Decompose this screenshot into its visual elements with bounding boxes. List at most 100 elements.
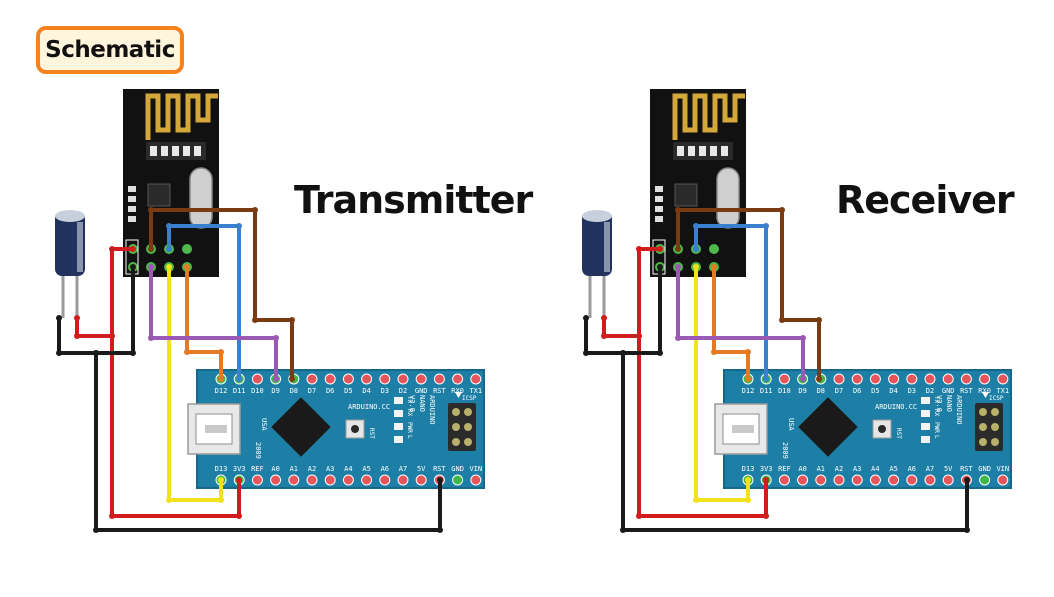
receiver-wire-csn-d9-node xyxy=(675,335,681,341)
receiver-bottom-pin-label-GND: GND xyxy=(978,465,991,473)
transmitter-wire-gnd-node xyxy=(130,350,136,356)
transmitter-bottom-pin-label-A2: A2 xyxy=(308,465,316,473)
transmitter-bottom-pin-5V xyxy=(415,474,427,486)
receiver-top-pin-GND xyxy=(942,373,954,385)
transmitter-wire-cap-neg-node xyxy=(56,350,62,356)
transmitter-led-RX xyxy=(394,410,403,417)
receiver-top-pin-label-TX1: TX1 xyxy=(996,387,1009,395)
transmitter-bottom-pin-VIN xyxy=(470,474,482,486)
transmitter-wire-cap-neg-node xyxy=(93,350,99,356)
receiver-wire-vcc-node xyxy=(763,477,769,483)
transmitter-wire-gnd-node xyxy=(437,477,443,483)
receiver-wire-ce-d8-node xyxy=(816,376,822,382)
receiver-wire-cap-neg-node xyxy=(583,315,589,321)
transmitter-top-pin-label-D11: D11 xyxy=(233,387,246,395)
transmitter-capacitor-stripe xyxy=(77,222,83,272)
transmitter-bottom-pin-A3 xyxy=(324,474,336,486)
transmitter-top-pin-label-D2: D2 xyxy=(399,387,407,395)
transmitter-wire-cap-pos-node xyxy=(74,333,80,339)
receiver-led-label-PWR: PWR xyxy=(933,422,940,433)
receiver-bottom-pin-label-A7: A7 xyxy=(926,465,934,473)
receiver-led-L xyxy=(921,436,930,443)
receiver-wire-ce-d8-node xyxy=(816,317,822,323)
receiver-wire-gnd-node xyxy=(657,350,663,356)
receiver-bottom-pin-A4 xyxy=(869,474,881,486)
receiver-bottom-pin-label-A4: A4 xyxy=(871,465,879,473)
receiver-top-pin-RX0 xyxy=(979,373,991,385)
receiver-wire-cap-pos-node xyxy=(636,333,642,339)
transmitter-bottom-pin-label-3V3: 3V3 xyxy=(233,465,246,473)
transmitter-nrf-antenna xyxy=(145,93,218,140)
receiver-bottom-pin-GND xyxy=(979,474,991,486)
receiver-top-pin-label-D11: D11 xyxy=(760,387,773,395)
receiver-top-pin-D4 xyxy=(888,373,900,385)
transmitter-reset-button-cap xyxy=(351,425,359,433)
receiver-wire-gnd-node xyxy=(620,527,626,533)
receiver-wire-csn-d9 xyxy=(676,267,805,379)
receiver-wire-miso-d12-node xyxy=(745,376,751,382)
transmitter-usa-label: USA xyxy=(260,418,268,431)
transmitter-wire-sck-d13-node xyxy=(218,477,224,483)
receiver-rst-label: RST xyxy=(895,428,902,439)
receiver-bottom-pin-label-3V3: 3V3 xyxy=(760,465,773,473)
transmitter-top-pin-GND xyxy=(415,373,427,385)
receiver-top-pin-label-D4: D4 xyxy=(889,387,897,395)
transmitter-bottom-pin-label-REF: REF xyxy=(251,465,264,473)
receiver-brand-1: NANO xyxy=(945,395,953,412)
receiver-bottom-pin-5V xyxy=(942,474,954,486)
transmitter-wire-ce-d8-node xyxy=(289,376,295,382)
transmitter-bottom-pin-REF xyxy=(251,474,263,486)
receiver-reset-button-cap xyxy=(878,425,886,433)
transmitter-bottom-pin-label-RST: RST xyxy=(433,465,446,473)
receiver-bottom-pin-label-D13: D13 xyxy=(742,465,755,473)
transmitter-bottom-pin-A5 xyxy=(361,474,373,486)
transmitter-top-pin-label-GND: GND xyxy=(415,387,428,395)
transmitter-wire-csn-d9-node xyxy=(273,335,279,341)
transmitter-wire-sck-d13 xyxy=(167,267,223,502)
transmitter-nrf-smd-part xyxy=(172,146,179,156)
receiver-nrf-resistor xyxy=(655,216,663,222)
transmitter-usb-tongue xyxy=(205,425,227,433)
receiver-wire-cap-pos xyxy=(602,318,639,338)
transmitter-wire-miso-d12-node xyxy=(218,376,224,382)
receiver-nrf-smd-part xyxy=(710,146,717,156)
receiver-nrf-smd-part xyxy=(677,146,684,156)
transmitter-wire-sck-d13-node xyxy=(166,497,172,503)
transmitter-arduino-cc-label: ARDUINO.CC xyxy=(348,403,390,411)
transmitter-bottom-pin-label-VIN: VIN xyxy=(469,465,482,473)
receiver-icsp-arrow xyxy=(982,392,989,398)
transmitter-rst-label: RST xyxy=(368,428,375,439)
transmitter-wire-vcc-node xyxy=(130,246,136,252)
receiver-led-label-TX: TX xyxy=(933,396,940,404)
transmitter-wire-ce-d8-node xyxy=(252,317,258,323)
transmitter-top-pin-D10 xyxy=(251,373,263,385)
receiver-brand-2: V3.0 xyxy=(935,395,943,412)
transmitter-top-pin-label-RST: RST xyxy=(433,387,446,395)
receiver-top-pin-label-GND: GND xyxy=(942,387,955,395)
receiver-wire-vcc-node xyxy=(636,513,642,519)
receiver-bottom-pin-A0 xyxy=(797,474,809,486)
schematic-badge-label: Schematic xyxy=(45,37,175,63)
receiver-top-pin-label-D12: D12 xyxy=(742,387,755,395)
receiver-wire-cap-pos-node xyxy=(601,315,607,321)
receiver-wire-mosi-d11-node xyxy=(693,223,699,229)
receiver-top-pin-D2 xyxy=(924,373,936,385)
receiver-wire-sck-d13 xyxy=(694,267,750,502)
transmitter-wire-vcc-node xyxy=(109,513,115,519)
receiver-arduino-cc-label: ARDUINO.CC xyxy=(875,403,917,411)
receiver-top-pin-label-D2: D2 xyxy=(926,387,934,395)
receiver-bottom-pin-label-A1: A1 xyxy=(817,465,825,473)
transmitter-led-label-RX: RX xyxy=(406,409,413,417)
receiver-wire-sck-d13-node xyxy=(693,264,699,270)
transmitter-wire-mosi-d11 xyxy=(167,224,241,379)
receiver-top-pin-D3 xyxy=(906,373,918,385)
receiver-wire-ce-d8 xyxy=(676,208,821,379)
receiver-top-pin-label-D8: D8 xyxy=(817,387,825,395)
transmitter-bottom-pin-A2 xyxy=(306,474,318,486)
receiver-wire-mosi-d11-node xyxy=(763,376,769,382)
receiver-wire-sck-d13-node xyxy=(745,477,751,483)
transmitter-top-pin-label-D8: D8 xyxy=(290,387,298,395)
